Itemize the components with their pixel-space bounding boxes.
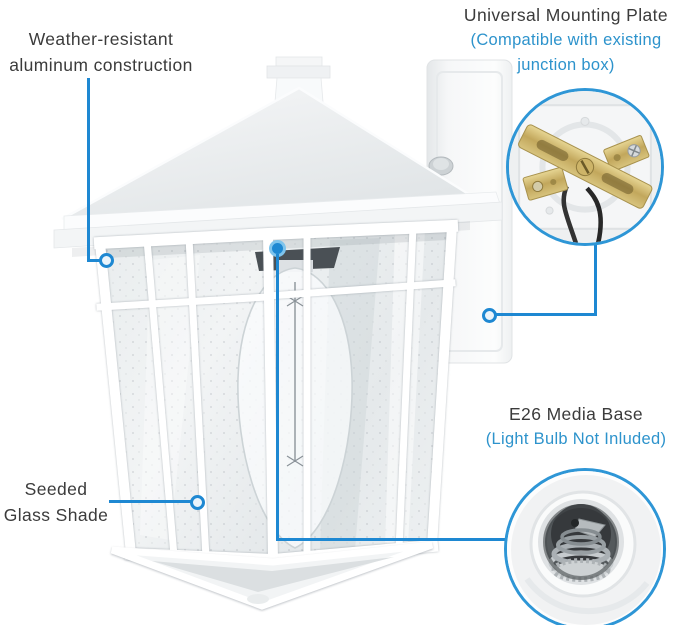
callout-mounting-subtitle-line2: junction box) <box>517 56 615 74</box>
mounting-plate-inset-photo <box>506 88 664 246</box>
lantern-base <box>110 541 434 610</box>
leader-dot-mounting <box>482 308 497 323</box>
leader-line-mounting-vertical <box>594 241 597 316</box>
callout-bulb-base: E26 Media Base (Light Bulb Not Inluded) <box>473 401 679 452</box>
leader-line-mounting-horizontal <box>494 313 597 316</box>
leader-line-construction-vertical <box>87 78 90 261</box>
leader-line-construction-horizontal <box>87 259 102 262</box>
leader-dot-glass <box>190 495 205 510</box>
socket-inset-photo <box>504 468 666 625</box>
callout-glass-line1: Seeded <box>24 479 88 499</box>
callout-bulb-base-title: E26 Media Base <box>508 404 643 424</box>
junction-box-crossbar-photo <box>509 91 661 243</box>
leader-line-socket-vertical <box>276 254 279 540</box>
e26-threaded-socket-photo <box>507 471 663 625</box>
callout-construction-line2: aluminum construction <box>9 55 193 75</box>
callout-glass-line2: Glass Shade <box>3 505 109 525</box>
callout-glass-shade: Seeded Glass Shade <box>0 476 112 528</box>
callout-mounting-title: Universal Mounting Plate <box>463 5 669 25</box>
leader-dot-construction <box>99 253 114 268</box>
leader-line-glass-horizontal <box>109 500 196 503</box>
callout-mounting-subtitle-line1: (Compatible with existing <box>470 31 662 49</box>
callout-construction: Weather-resistant aluminum construction <box>5 26 197 78</box>
leader-line-socket-horizontal <box>276 538 506 541</box>
callout-construction-line1: Weather-resistant <box>28 29 174 49</box>
callout-mounting-plate: Universal Mounting Plate (Compatible wit… <box>453 2 679 78</box>
callout-bulb-base-subtitle: (Light Bulb Not Inluded) <box>485 430 667 448</box>
